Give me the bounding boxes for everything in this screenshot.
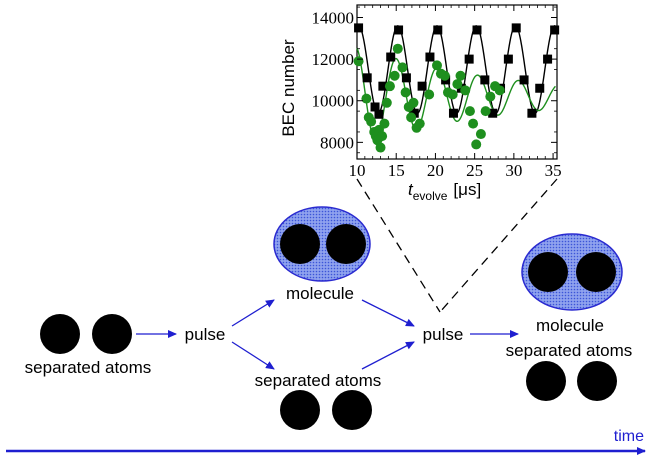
data-point-green — [381, 97, 392, 108]
x-tick-label-2: 20 — [427, 161, 444, 180]
x-axis-label-unit: [μs] — [453, 180, 481, 199]
label-separated-atoms-start: separated atoms — [25, 358, 152, 377]
data-point-black — [417, 81, 427, 91]
arrow-molecule-to-pulse — [361, 299, 415, 327]
data-point-green — [464, 106, 475, 117]
x-tick-label-0: 10 — [349, 161, 366, 180]
label-molecule-upper: molecule — [286, 284, 354, 303]
data-point-black — [527, 108, 537, 118]
data-point-green — [452, 79, 463, 90]
data-point-green — [384, 81, 395, 92]
arrow-pulse-to-molecule — [231, 299, 275, 327]
x-axis-label: tevolve [μs] — [408, 180, 481, 203]
data-point-black — [448, 108, 458, 118]
data-point-green — [480, 106, 491, 117]
arrow-separated-to-pulse — [361, 341, 415, 370]
data-point-green — [392, 43, 403, 54]
x-tick-label-4: 30 — [505, 161, 522, 180]
data-point-black — [386, 52, 396, 62]
arrow-pulse-to-separated — [231, 341, 275, 370]
data-point-black — [519, 75, 529, 85]
data-point-green — [432, 60, 442, 71]
data-point-black — [401, 73, 411, 83]
data-point-green — [379, 118, 390, 129]
data-point-green — [397, 62, 408, 73]
data-point-green — [471, 139, 482, 150]
atom-lower-left — [280, 390, 320, 430]
data-point-green — [460, 85, 471, 96]
data-point-green — [400, 87, 411, 98]
data-point-green — [377, 131, 388, 142]
data-point-black — [374, 109, 384, 119]
data-point-green — [375, 142, 386, 153]
data-point-black — [433, 25, 443, 35]
data-markers — [353, 23, 560, 153]
data-point-green — [494, 85, 505, 96]
x-tick-label-5: 35 — [545, 161, 562, 180]
data-point-black — [370, 102, 380, 112]
data-point-green — [406, 112, 417, 123]
molecule-result-atom-left — [528, 252, 568, 292]
atom-start-right — [92, 314, 132, 354]
atom-lower-right — [332, 390, 372, 430]
y-tick-label-3: 14000 — [312, 8, 355, 27]
data-point-green — [366, 116, 377, 127]
data-point-green — [485, 91, 496, 102]
data-point-black — [535, 83, 545, 93]
label-pulse-2: pulse — [423, 325, 464, 344]
x-axis-label-main: t — [408, 180, 414, 199]
data-point-black — [511, 23, 521, 33]
y-tick-label-1: 10000 — [312, 92, 355, 111]
data-point-black — [464, 54, 474, 64]
atom-start-left — [40, 314, 80, 354]
data-point-green — [353, 56, 364, 67]
data-point-black — [503, 54, 513, 64]
data-point-green — [447, 89, 458, 100]
data-point-black — [543, 54, 553, 64]
data-point-green — [455, 70, 466, 81]
zoom-line-left — [356, 178, 441, 313]
data-point-black — [378, 81, 388, 91]
atom-result-right — [577, 361, 617, 401]
data-point-black — [550, 25, 560, 35]
data-point-green — [468, 118, 479, 129]
label-molecule-result: molecule — [536, 316, 604, 335]
data-point-black — [472, 25, 482, 35]
label-pulse-1: pulse — [185, 325, 226, 344]
atom-result-left — [526, 361, 566, 401]
bec-oscillation-chart: 10 15 20 25 30 35 8000 10000 12000 14000 BEC numb… — [279, 4, 562, 203]
label-separated-atoms-lower: separated atoms — [255, 371, 382, 390]
data-point-green — [439, 70, 450, 81]
data-point-black — [425, 52, 435, 62]
data-point-black — [394, 25, 404, 35]
data-point-green — [414, 118, 425, 129]
data-point-black — [362, 73, 372, 83]
x-tick-label-1: 15 — [388, 161, 405, 180]
data-point-black — [480, 75, 490, 85]
data-point-green — [408, 97, 419, 108]
molecule-upper-atom-left — [280, 224, 320, 264]
x-axis-label-sub: evolve — [413, 189, 448, 203]
data-point-green — [424, 89, 435, 100]
label-separated-atoms-result: separated atoms — [506, 341, 633, 360]
y-tick-label-0: 8000 — [320, 133, 354, 152]
label-time: time — [614, 428, 644, 445]
data-point-black — [488, 108, 498, 118]
data-point-green — [389, 70, 400, 81]
data-point-black — [409, 108, 419, 118]
data-point-green — [361, 93, 372, 104]
molecule-result-atom-right — [576, 252, 616, 292]
data-point-green — [475, 129, 486, 140]
axis-ticks: 10 15 20 25 30 35 8000 10000 12000 14000 — [312, 5, 562, 180]
y-axis-label: BEC number — [279, 39, 298, 137]
x-tick-label-3: 25 — [466, 161, 483, 180]
y-tick-label-2: 12000 — [312, 50, 355, 69]
molecule-upper-atom-right — [326, 224, 366, 264]
